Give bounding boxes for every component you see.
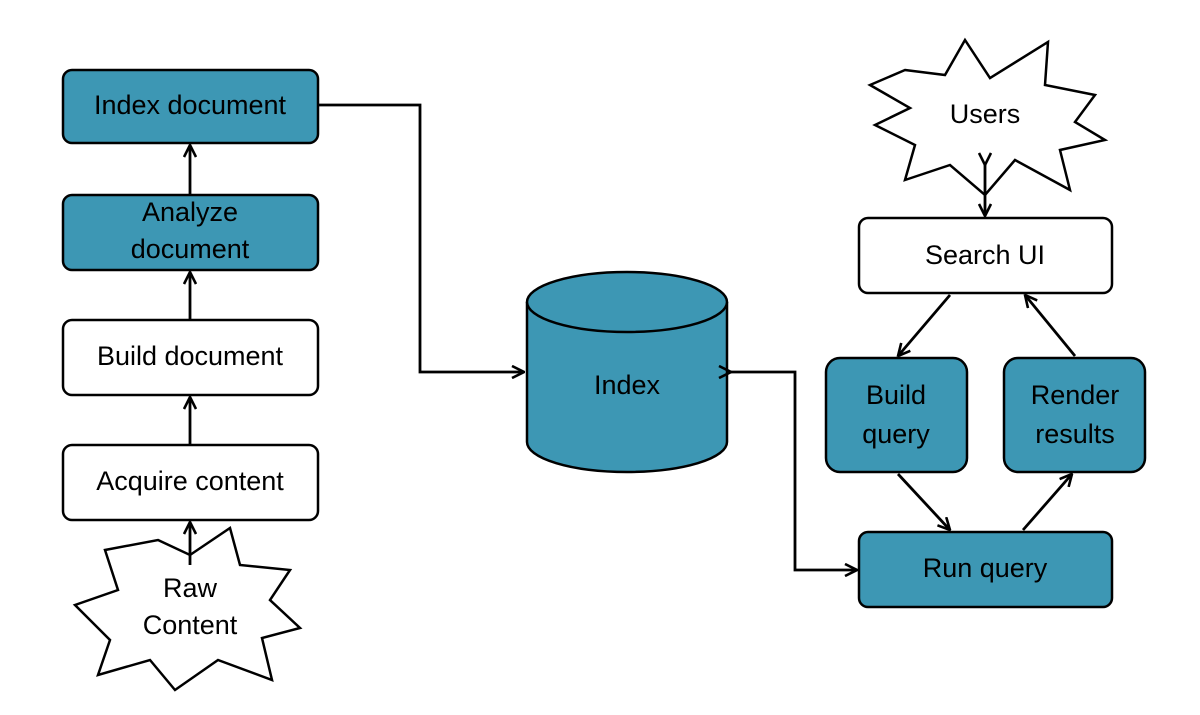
render-results-label-line2: results xyxy=(1035,419,1115,449)
build-document-box: Build document xyxy=(61,318,320,397)
acquire-content-label: Acquire content xyxy=(96,466,284,496)
raw-content-burst-shape xyxy=(72,525,303,692)
analyze-document-label-line1: Analyze xyxy=(142,197,238,227)
arrow-index-document-to-index xyxy=(318,103,524,372)
arrow-run-query-to-render-results xyxy=(1021,474,1072,531)
arrow-search-ui-to-build-query xyxy=(898,294,952,356)
raw-content-label-line1: Raw xyxy=(163,573,218,603)
run-query-box: Run query xyxy=(857,530,1114,609)
index-document-box: Index document xyxy=(61,68,320,145)
raw-content-label-line2: Content xyxy=(143,610,238,640)
index-label: Index xyxy=(594,370,661,400)
analyze-document-box: Analyze document xyxy=(61,193,320,272)
run-query-label: Run query xyxy=(923,553,1048,583)
index-document-label: Index document xyxy=(94,90,287,120)
arrow-build-query-to-run-query xyxy=(896,473,950,530)
acquire-content-box: Acquire content xyxy=(61,443,320,522)
build-query-label-line1: Build xyxy=(866,380,926,410)
users-label: Users xyxy=(950,99,1021,129)
arrow-render-results-to-search-ui xyxy=(1025,295,1077,357)
users-burst-shape xyxy=(867,37,1109,197)
build-query-box: Build query xyxy=(824,356,969,474)
analyze-document-label-line2: document xyxy=(131,234,250,264)
build-document-label: Build document xyxy=(97,341,284,371)
users-starburst: Users xyxy=(867,37,1109,197)
arrow-index-run-query xyxy=(731,372,857,570)
build-query-label-line2: query xyxy=(862,419,930,449)
index-cylinder-top xyxy=(525,270,729,334)
search-ui-label: Search UI xyxy=(925,240,1045,270)
render-results-label-line1: Render xyxy=(1031,380,1120,410)
search-ui-box: Search UI xyxy=(857,216,1114,295)
render-results-box: Render results xyxy=(1002,356,1147,474)
index-cylinder: Index xyxy=(525,270,729,474)
raw-content-starburst: Raw Content xyxy=(72,525,303,692)
